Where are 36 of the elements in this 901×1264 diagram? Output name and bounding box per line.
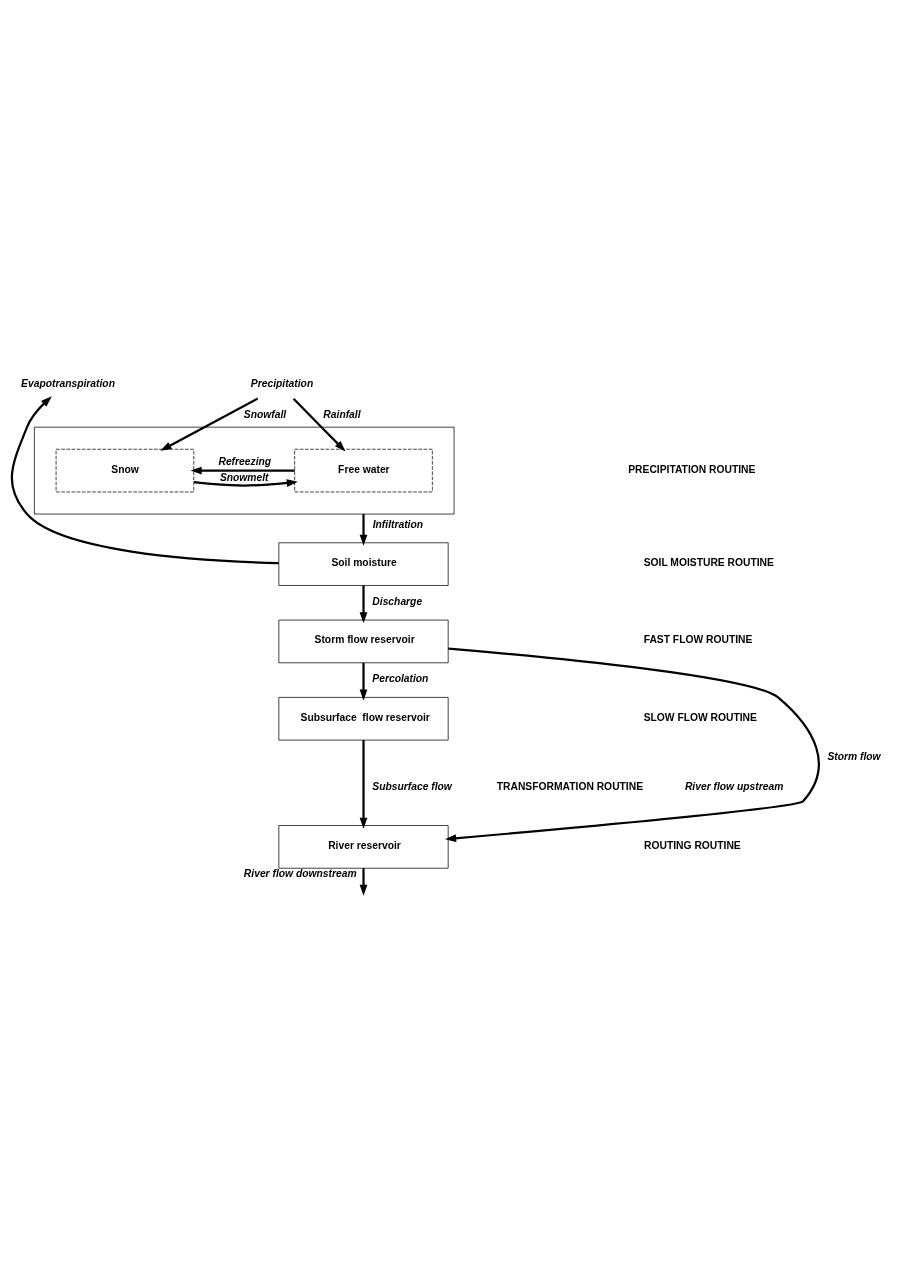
edge-label: Subsurface flow xyxy=(372,780,452,792)
node-box: Free water xyxy=(294,448,433,492)
arrow xyxy=(292,397,346,452)
arrow xyxy=(193,478,298,487)
label: SOIL MOISTURE ROUTINE xyxy=(643,556,774,568)
edge-label: Infiltration xyxy=(372,518,424,530)
label: ROUTING ROUTINE xyxy=(644,839,741,851)
arrow xyxy=(359,739,368,829)
arrow xyxy=(359,513,368,546)
arrow xyxy=(359,585,368,623)
node-text: Precipitation xyxy=(250,377,314,389)
label: TRANSFORMATION ROUTINE xyxy=(496,780,644,792)
arrow xyxy=(160,397,259,451)
label: River flow upstream xyxy=(684,780,784,792)
label: SLOW FLOW ROUTINE xyxy=(643,711,757,723)
edge-label: River flow downstream xyxy=(243,867,357,879)
arrow xyxy=(10,395,279,564)
cluster xyxy=(34,426,455,514)
edge-label: Percolation xyxy=(372,672,429,684)
node-box: Soil moisture xyxy=(278,541,449,586)
node-box: River reservoir xyxy=(278,824,449,869)
node-box: Storm flow reservoir xyxy=(278,619,449,663)
edge-label: Rainfall xyxy=(323,408,361,420)
arrow xyxy=(190,466,295,474)
edge-label: Snowfall xyxy=(243,408,287,420)
edge-label: Snowmelt xyxy=(219,471,269,483)
node-text: Evapotranspiration xyxy=(21,377,115,389)
node-box: Snow xyxy=(55,448,195,492)
node-box: Subsurface flow reservoir xyxy=(278,696,449,740)
label: PRECIPITATION ROUTINE xyxy=(628,463,756,475)
arrow xyxy=(445,647,820,842)
label: FAST FLOW ROUTINE xyxy=(643,633,753,645)
edge-label: Refreezing xyxy=(218,455,272,467)
arrow xyxy=(359,662,368,701)
edge-label: Discharge xyxy=(372,595,423,607)
edge-label: Storm flow xyxy=(827,750,881,762)
